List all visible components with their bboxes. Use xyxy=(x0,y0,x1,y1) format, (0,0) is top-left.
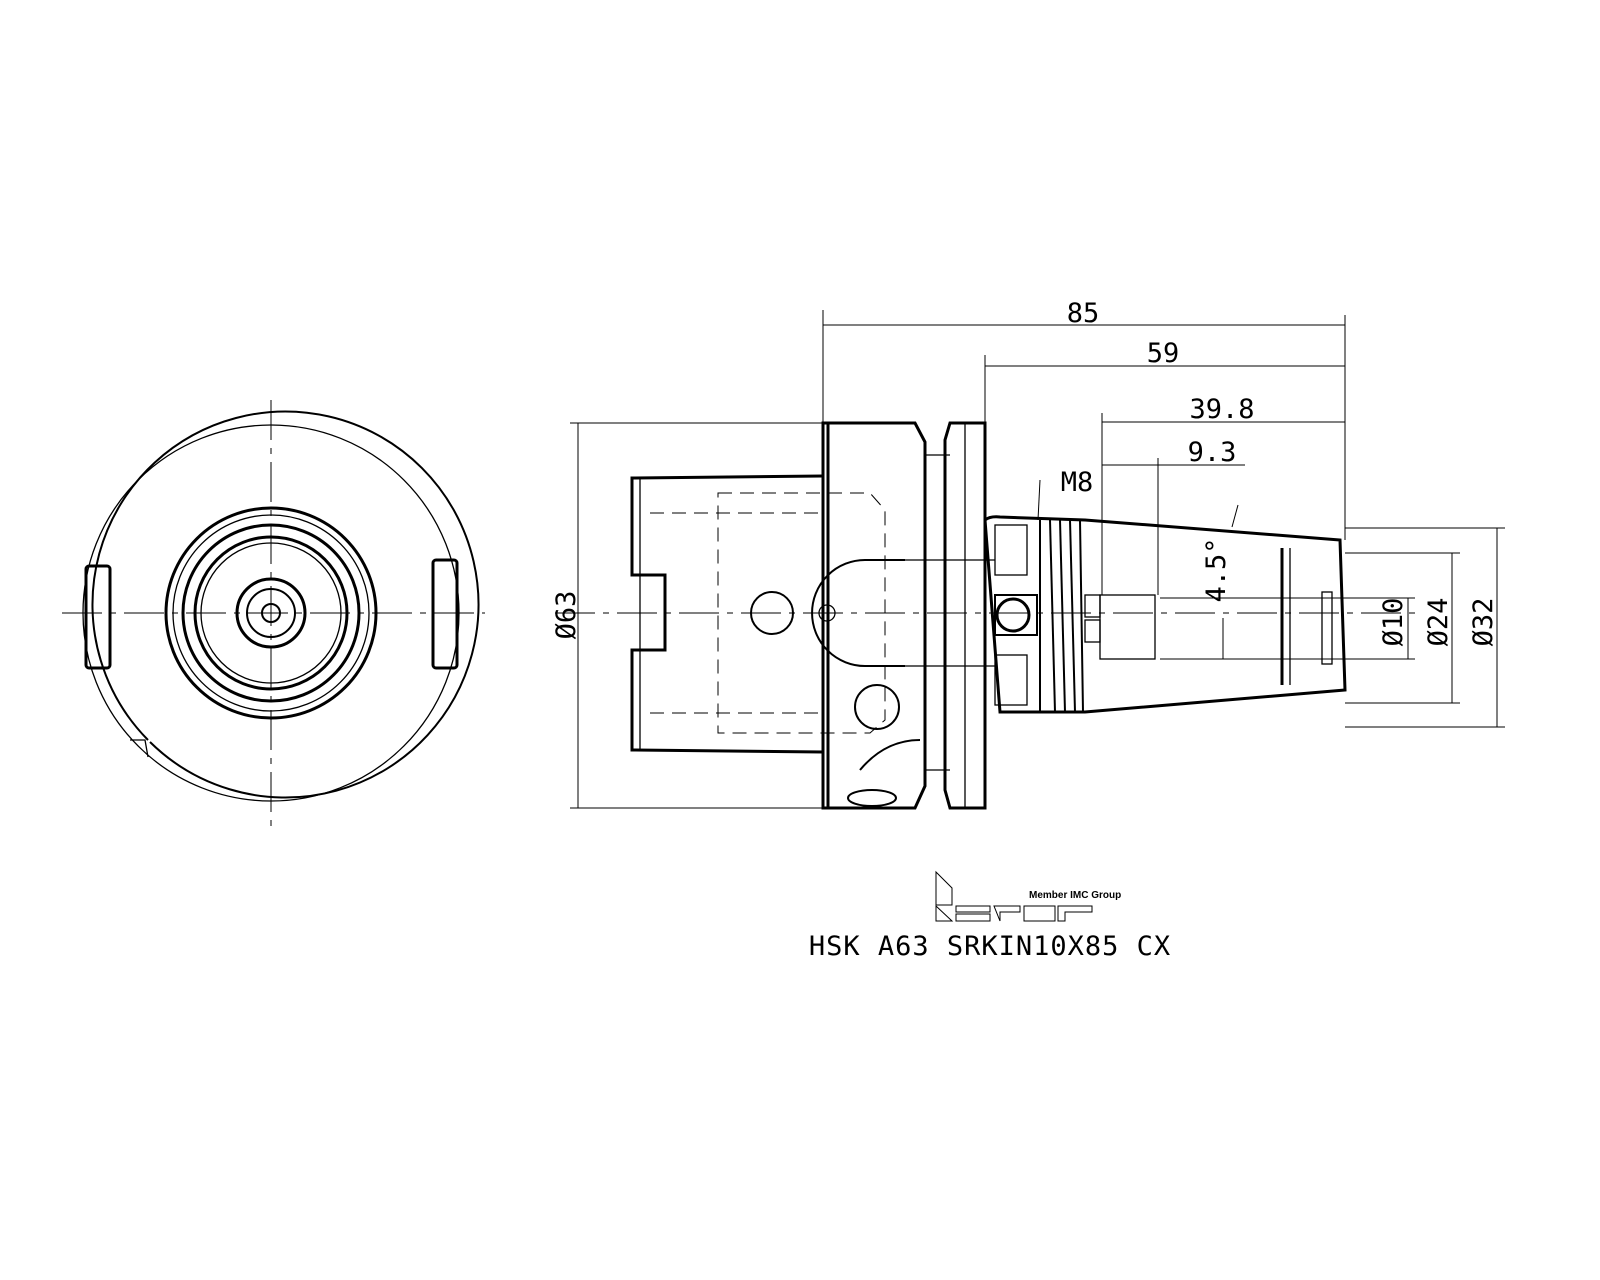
dim-59: 59 xyxy=(1147,338,1180,369)
logo-tagline: Member IMC Group xyxy=(1029,890,1121,901)
dim-d32: Ø32 xyxy=(1468,598,1499,647)
front-view xyxy=(62,400,485,830)
dim-d63: Ø63 xyxy=(551,591,582,640)
thread-label: M8 xyxy=(1061,467,1094,498)
part-title: HSK A63 SRKIN10X85 CX xyxy=(809,931,1171,962)
taper-angle: 4.5° xyxy=(1201,537,1232,602)
iscar-logo: Member IMC Group xyxy=(935,870,1121,922)
dim-9-3: 9.3 xyxy=(1188,437,1237,468)
dimensions: 85 59 39.8 9.3 M8 4.5° Ø63 Ø10 Ø24 Ø32 xyxy=(551,298,1505,809)
dim-85: 85 xyxy=(1067,298,1100,329)
dim-39-8: 39.8 xyxy=(1189,394,1254,425)
dim-d10: Ø10 xyxy=(1378,598,1409,647)
thread xyxy=(1039,519,1084,713)
dim-d24: Ø24 xyxy=(1423,598,1454,647)
side-view xyxy=(555,421,1420,810)
